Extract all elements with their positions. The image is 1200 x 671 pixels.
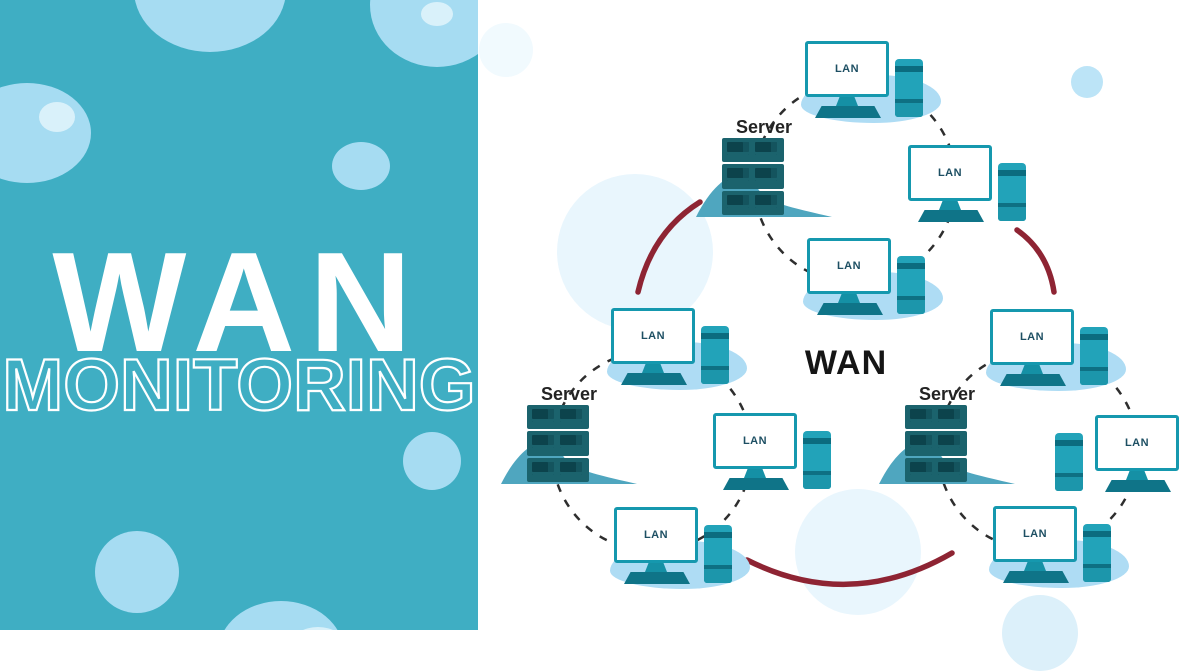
accent-circle: [1071, 66, 1103, 98]
lan-label: LAN: [742, 435, 768, 447]
nodes-layer: LAN LAN LAN LAN LAN: [499, 41, 1187, 589]
lan-computer: LAN: [908, 145, 1040, 227]
server-rack-unit: [527, 457, 589, 482]
computer-monitor-icon: LAN: [908, 145, 992, 201]
computer-monitor-icon: LAN: [713, 413, 797, 469]
monitor-stand-base: [918, 210, 984, 222]
wan-center-label: WAN: [804, 344, 888, 382]
server-rack-icon: [722, 138, 784, 215]
monitor-stand-base: [1000, 374, 1066, 386]
lan-label: LAN: [1019, 331, 1045, 343]
title-wan: WAN: [52, 223, 426, 382]
server-rack-unit: [722, 190, 784, 215]
bubble-highlight: [39, 102, 75, 132]
monitor-stand-base: [817, 303, 883, 315]
bubble: [0, 83, 91, 183]
monitor-stand-neck: [836, 97, 858, 106]
computer-monitor-icon: LAN: [614, 507, 698, 563]
wan-link: [744, 550, 955, 588]
computer-monitor-icon: LAN: [807, 238, 891, 294]
server-rack-unit: [722, 138, 784, 163]
lan-computer: LAN: [1055, 415, 1187, 497]
lan-label: LAN: [836, 260, 862, 272]
computer-tower-icon: [701, 326, 729, 384]
lan-computer: LAN: [607, 308, 747, 390]
lan-label: LAN: [643, 529, 669, 541]
computer-tower-icon: [1080, 327, 1108, 385]
lan-computer: LAN: [989, 506, 1129, 588]
server-rack-unit: [722, 164, 784, 189]
computer-tower-icon: [1055, 433, 1083, 491]
monitor-stand-neck: [1021, 365, 1043, 374]
monitor-stand-base: [723, 478, 789, 490]
monitor-stand-base: [621, 373, 687, 385]
lan-label: LAN: [640, 330, 666, 342]
computer-monitor-icon: LAN: [993, 506, 1077, 562]
title-monitoring: MONITORING: [1, 345, 476, 426]
server-rack-icon: [905, 405, 967, 482]
computer-tower-icon: [897, 256, 925, 314]
computer-monitor-icon: LAN: [611, 308, 695, 364]
server-rack-unit: [527, 405, 589, 430]
bubble: [95, 531, 179, 613]
monitor-stand-neck: [939, 201, 961, 210]
computer-tower-icon: [895, 59, 923, 117]
server-label: Server: [918, 384, 976, 404]
left-panel: WAN MONITORING: [0, 0, 478, 630]
monitor-stand-neck: [744, 469, 766, 478]
monitor-stand-base: [815, 106, 881, 118]
server-node: Server: [499, 384, 639, 486]
computer-monitor-icon: LAN: [990, 309, 1074, 365]
computer-tower-icon: [704, 525, 732, 583]
lan-computer: LAN: [801, 41, 941, 123]
wan-link: [635, 199, 703, 295]
lan-computer: LAN: [610, 507, 750, 589]
lan-label: LAN: [1022, 528, 1048, 540]
bubble: [403, 432, 461, 490]
bubble: [134, 0, 286, 52]
monitor-stand-neck: [838, 294, 860, 303]
server-rack-unit: [905, 431, 967, 456]
lan-label: LAN: [834, 63, 860, 75]
computer-tower-icon: [803, 431, 831, 489]
computer-monitor-icon: LAN: [1095, 415, 1179, 471]
server-node: Server: [877, 384, 1017, 486]
monitor-stand-base: [1003, 571, 1069, 583]
lan-label: LAN: [937, 167, 963, 179]
server-label: Server: [735, 117, 793, 137]
computer-monitor-icon: LAN: [805, 41, 889, 97]
lan-computer: LAN: [803, 238, 943, 320]
computer-tower-icon: [1083, 524, 1111, 582]
monitor-stand-neck: [1024, 562, 1046, 571]
server-node: Server: [694, 117, 834, 219]
lan-computer: LAN: [986, 309, 1126, 391]
accent-circle: [795, 489, 921, 615]
server-rack-unit: [905, 457, 967, 482]
server-rack-icon: [527, 405, 589, 482]
bubble-highlight: [421, 2, 453, 26]
accent-circle: [479, 23, 533, 77]
monitor-stand-neck: [645, 563, 667, 572]
bubble-highlight: [291, 627, 345, 630]
server-rack-unit: [905, 405, 967, 430]
bubble: [218, 601, 345, 630]
server-rack-unit: [527, 431, 589, 456]
server-label: Server: [540, 384, 598, 404]
lan-computer: LAN: [713, 413, 845, 495]
monitor-stand-neck: [642, 364, 664, 373]
monitor-stand-base: [1105, 480, 1171, 492]
monitor-stand-neck: [1126, 471, 1148, 480]
bubble: [370, 0, 478, 67]
lan-label: LAN: [1124, 437, 1150, 449]
monitor-stand-base: [624, 572, 690, 584]
computer-tower-icon: [998, 163, 1026, 221]
accent-circle: [557, 174, 713, 330]
wan-link: [1014, 227, 1057, 295]
bubble: [332, 142, 390, 190]
